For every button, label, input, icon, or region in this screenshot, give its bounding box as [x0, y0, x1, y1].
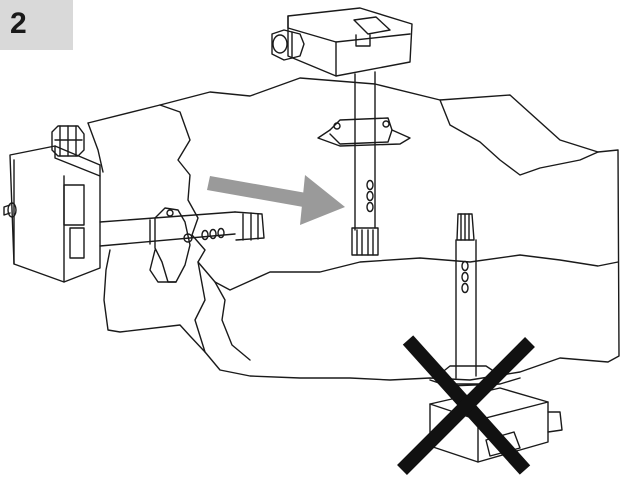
step-number: 2 [10, 7, 27, 40]
x-mark-icon [397, 335, 535, 475]
right-arrow-icon [207, 175, 345, 225]
step-badge: 2 [0, 0, 73, 50]
side-mounted-sensor [3, 125, 265, 283]
top-mounted-sensor [271, 7, 413, 256]
duct-outline [87, 77, 620, 381]
